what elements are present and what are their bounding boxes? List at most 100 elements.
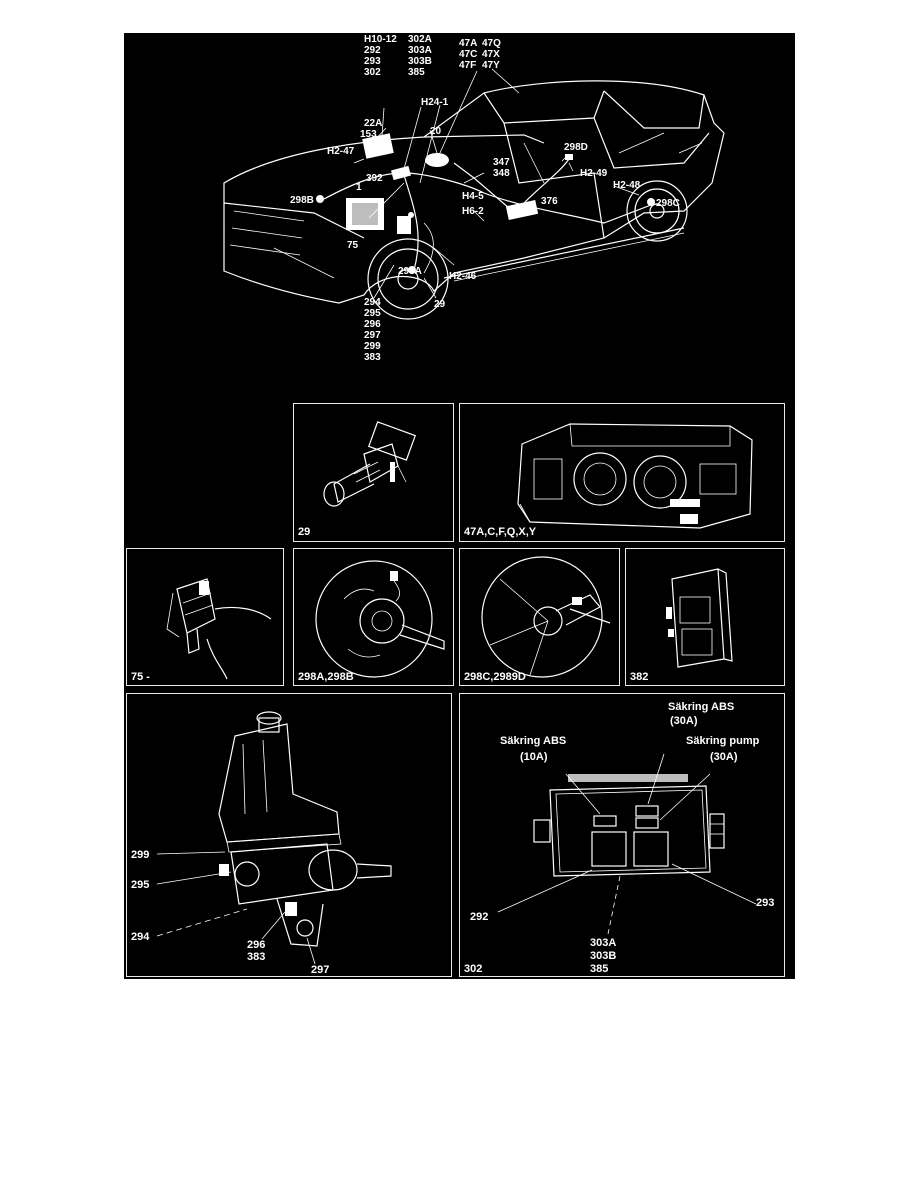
label-47x: 47X: [482, 49, 500, 60]
label-group-bottom: 294 295 296 297 299 383: [364, 297, 381, 363]
leader-lines: [353, 68, 640, 299]
label-fuse-pump-rating: (30A): [710, 751, 738, 763]
label-h2-48: H2-48: [613, 180, 641, 191]
fuse-box-lid-edge: [568, 774, 688, 782]
label-pump-296: 296: [247, 939, 265, 951]
front-wheel: [367, 238, 449, 320]
label-pump-383: 383: [247, 951, 265, 963]
panel-caption-302: 302: [464, 963, 482, 975]
label-pump-299: 299: [131, 849, 149, 861]
panel-caption-75: 75 -: [131, 671, 150, 683]
label-383: 383: [364, 352, 381, 363]
label-347: 347: [493, 157, 510, 168]
label-1: 1: [356, 182, 362, 193]
label-294: 294: [364, 297, 381, 308]
sensor-298c-dot: [647, 198, 655, 206]
label-h24-1: H24-1: [421, 97, 449, 108]
brake-switch-drawing: 29: [298, 421, 417, 538]
label-302: 302: [364, 67, 381, 78]
label-22a: 22A: [364, 118, 382, 129]
label-group-top-mid: 302A 303A 303B 385: [408, 34, 432, 78]
label-fuse-303b: 303B: [590, 950, 616, 962]
diagram-sheet: H10-12 292 293 302 302A 303A 303B 385 47…: [124, 33, 795, 979]
label-h2-46: H2-46: [449, 271, 477, 282]
label-group-top-right-a: 47A 47C 47F: [459, 38, 477, 71]
label-376: 376: [541, 196, 558, 207]
sensor-298b-dot: [316, 195, 324, 203]
label-385: 385: [408, 67, 425, 78]
label-20: 20: [430, 126, 442, 137]
label-fuse-abs-10-name: Säkring ABS: [500, 735, 566, 747]
sensor-298d-shape: [565, 154, 573, 160]
label-292: 292: [364, 45, 381, 56]
fuse-abs-30a: [635, 805, 659, 817]
label-47q: 47Q: [482, 38, 501, 49]
relay-box-shape: [362, 133, 394, 159]
relay-292: [591, 831, 627, 867]
label-h2-47: H2-47: [327, 146, 355, 157]
label-392: 392: [366, 173, 383, 184]
panel-caption-298cd: 298C,2989D: [464, 671, 526, 683]
switch-29-shape: [397, 216, 411, 234]
label-h10-12: H10-12: [364, 34, 397, 45]
fuse-box-body: [549, 785, 711, 877]
label-h6-2: H6-2: [462, 206, 484, 217]
label-348: 348: [493, 168, 510, 179]
fuse-abs-10a: [593, 815, 617, 827]
panel-caption-298ab: 298A,298B: [298, 671, 354, 683]
instrument-cluster-drawing: 47A,C,F,Q,X,Y: [464, 423, 753, 538]
fuse-box-drawing: Säkring ABS (30A) Säkring ABS (10A) Säkr…: [464, 701, 774, 975]
label-153: 153: [360, 129, 377, 140]
label-fuse-385: 385: [590, 963, 608, 975]
relay-293: [633, 831, 669, 867]
label-302a: 302A: [408, 34, 432, 45]
component-75-drawing: 75 -: [131, 578, 272, 683]
label-fuse-abs-30-name: Säkring ABS: [668, 701, 734, 713]
car-overview-drawing: H10-12 292 293 302 302A 303A 303B 385 47…: [223, 34, 725, 363]
label-47y: 47Y: [482, 60, 500, 71]
panel-front-wheel-sensor: 298A,298B: [293, 548, 454, 686]
label-h4-5: H4-5: [462, 191, 484, 202]
panel-control-module-382: 382: [625, 548, 785, 686]
label-299: 299: [364, 341, 381, 352]
label-29: 29: [434, 299, 446, 310]
front-sensor-drawing: 298A,298B: [298, 560, 445, 683]
panel-brake-light-switch: 29: [293, 403, 454, 542]
panel-component-75: 75 -: [126, 548, 284, 686]
label-group-top-left: H10-12 292 293 302: [364, 34, 397, 78]
label-297: 297: [364, 330, 381, 341]
label-293: 293: [364, 56, 381, 67]
instrument-cluster-shape: [425, 153, 449, 167]
label-298c: 298C: [656, 198, 680, 209]
panel-caption-47: 47A,C,F,Q,X,Y: [464, 526, 537, 538]
panel-caption-382: 382: [630, 671, 648, 683]
label-298b: 298B: [290, 195, 314, 206]
hydraulic-unit-detail: [352, 203, 378, 225]
rear-sensor-drawing: 298C,2989D: [464, 556, 611, 683]
label-298a: 298A: [398, 266, 422, 277]
label-47a: 47A: [459, 38, 477, 49]
panel-instrument-cluster: 47A,C,F,Q,X,Y: [459, 403, 785, 542]
label-303a: 303A: [408, 45, 432, 56]
panel-caption-29: 29: [298, 526, 310, 538]
fuse-pump-30a: [635, 817, 659, 829]
label-fuse-292: 292: [470, 911, 488, 923]
panel-fuse-box: Säkring ABS (30A) Säkring ABS (10A) Säkr…: [459, 693, 785, 977]
label-295: 295: [364, 308, 381, 319]
label-h2-49: H2-49: [580, 168, 608, 179]
control-unit-376-shape: [505, 200, 539, 220]
label-fuse-pump-name: Säkring pump: [686, 735, 760, 747]
label-75: 75: [347, 240, 359, 251]
label-fuse-303a: 303A: [590, 937, 616, 949]
label-47c: 47C: [459, 49, 477, 60]
label-fuse-abs-10-rating: (10A): [520, 751, 548, 763]
panel-hydraulic-unit: 299 295 294 296 383 297: [126, 693, 452, 977]
label-fuse-abs-30-rating: (30A): [670, 715, 698, 727]
label-pump-295: 295: [131, 879, 149, 891]
label-298d: 298D: [564, 142, 588, 153]
label-pump-294: 294: [131, 931, 150, 943]
label-group-top-right-b: 47Q 47X 47Y: [482, 38, 501, 71]
panel-rear-wheel-sensor: 298C,2989D: [459, 548, 620, 686]
car-overview-panel: H10-12 292 293 302 302A 303A 303B 385 47…: [124, 33, 795, 398]
label-47f: 47F: [459, 60, 476, 71]
